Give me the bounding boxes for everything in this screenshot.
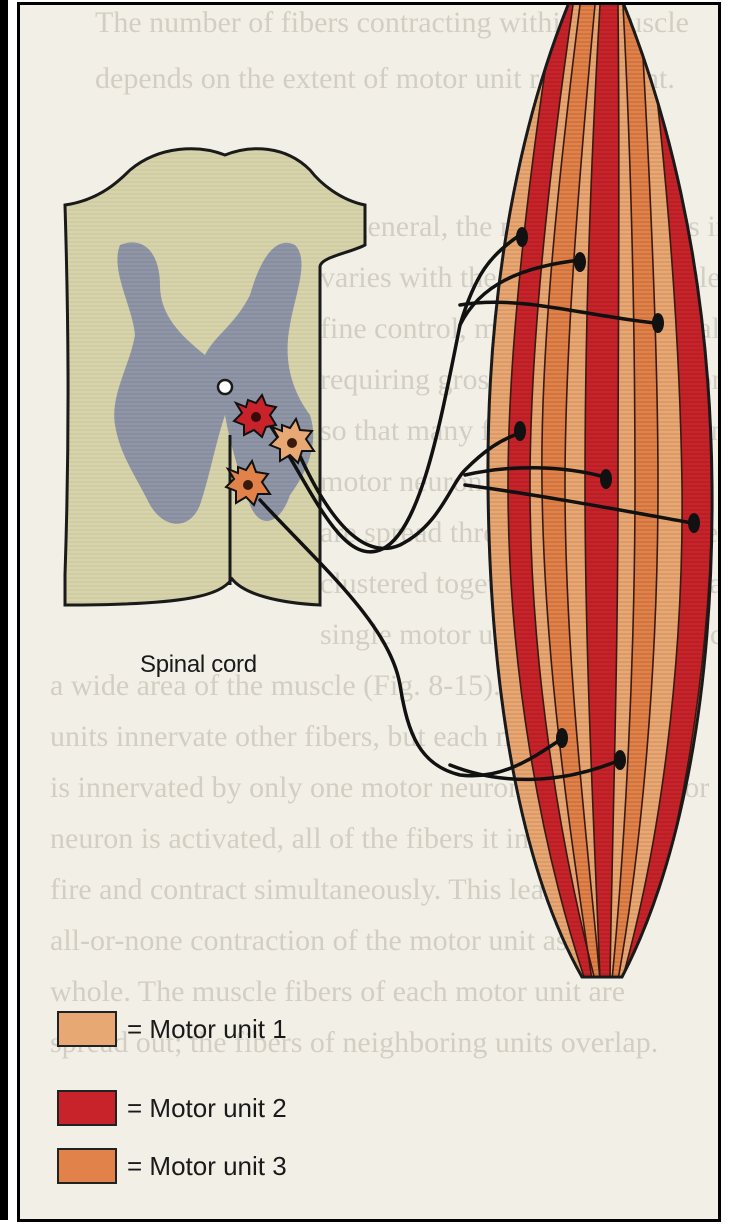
left-border-bar bbox=[0, 0, 8, 1220]
terminal-dot bbox=[574, 252, 586, 272]
terminal-dot bbox=[652, 313, 664, 333]
terminal-dot bbox=[614, 750, 626, 770]
spinal-cord-label: Spinal cord bbox=[140, 651, 257, 679]
muscle bbox=[475, 5, 718, 985]
legend-item-motor-unit-1: = Motor unit 1 bbox=[57, 1009, 287, 1049]
legend-swatch-motor-unit-2 bbox=[57, 1090, 117, 1126]
legend-swatch-motor-unit-3 bbox=[57, 1148, 117, 1184]
spinal-cord bbox=[65, 149, 365, 605]
legend-label: = Motor unit 3 bbox=[127, 1151, 287, 1182]
terminal-dot bbox=[688, 513, 700, 533]
terminal-dot bbox=[516, 227, 528, 247]
legend-label: = Motor unit 2 bbox=[127, 1093, 287, 1124]
legend-swatch-motor-unit-1 bbox=[57, 1011, 117, 1047]
legend-label: = Motor unit 1 bbox=[127, 1014, 287, 1045]
legend-item-motor-unit-3: = Motor unit 3 bbox=[57, 1146, 287, 1186]
legend-item-motor-unit-2: = Motor unit 2 bbox=[57, 1088, 287, 1128]
central-canal bbox=[218, 380, 232, 394]
terminal-dot bbox=[600, 469, 612, 489]
terminal-dot bbox=[514, 421, 526, 441]
figure-frame: The number of fibers contracting within … bbox=[17, 2, 721, 1222]
terminal-dot bbox=[556, 728, 568, 748]
